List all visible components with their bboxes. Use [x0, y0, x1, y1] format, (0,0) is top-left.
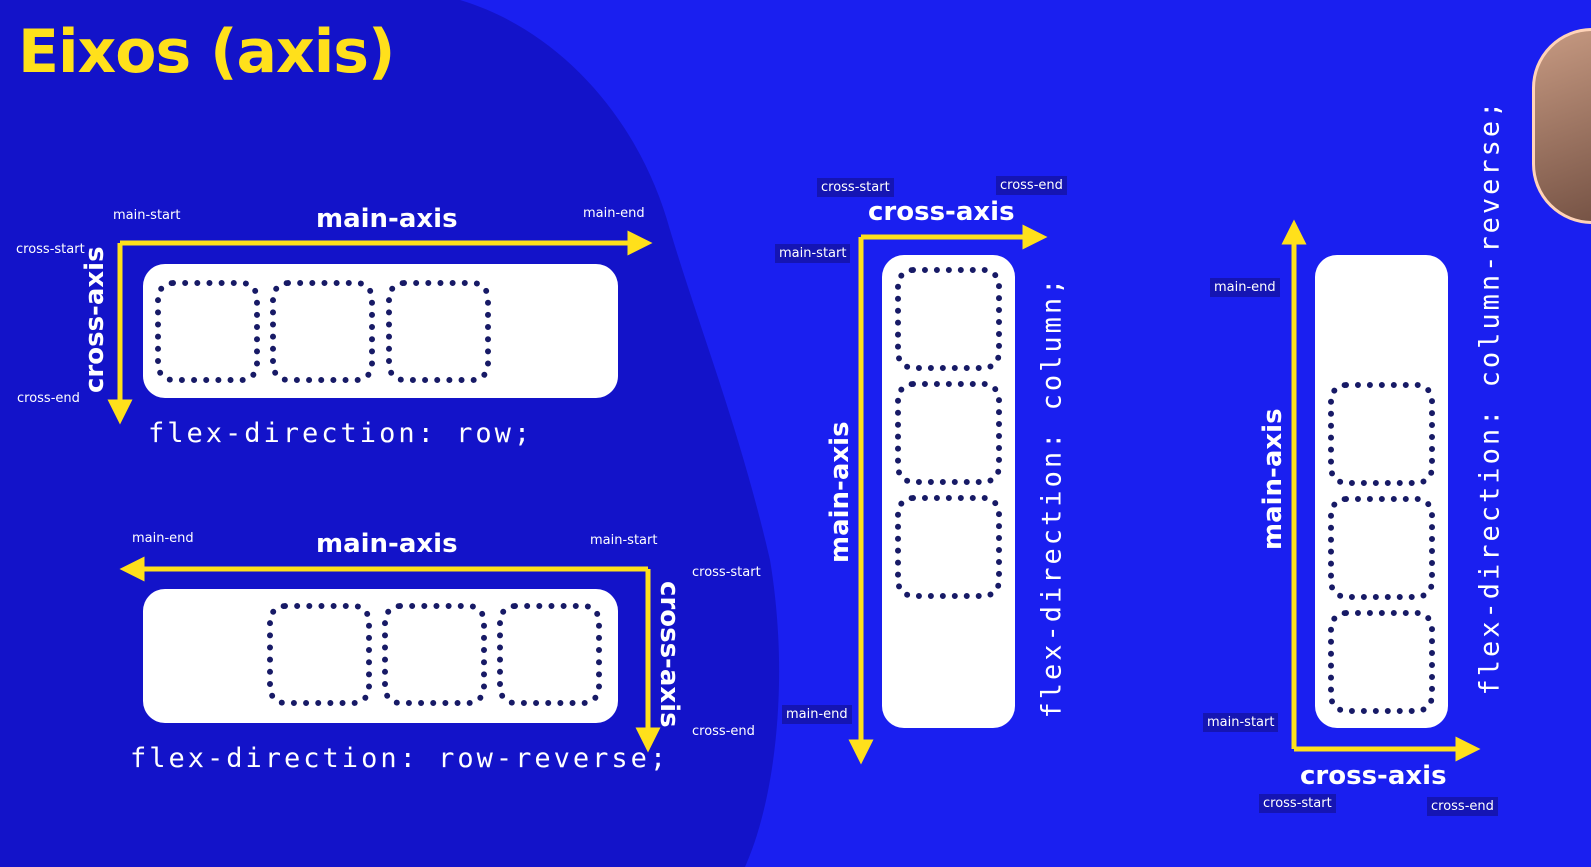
- presenter-avatar: [1532, 28, 1591, 224]
- row-reverse-main-end-label: main-end: [132, 531, 194, 546]
- page-title: Eixos (axis): [18, 17, 395, 87]
- column-main-start-label: main-start: [775, 244, 851, 263]
- column-reverse-cross-axis-label: cross-axis: [1300, 761, 1447, 791]
- flex-item: [1328, 496, 1435, 600]
- flex-item: [497, 603, 602, 706]
- row-reverse-cross-end-label: cross-end: [692, 724, 755, 739]
- flex-item: [895, 267, 1002, 371]
- column-cross-end-label: cross-end: [996, 176, 1067, 195]
- row-reverse-code: flex-direction: row-reverse;: [130, 743, 670, 774]
- flex-item: [1328, 610, 1435, 714]
- column-cross-axis-label: cross-axis: [868, 197, 1015, 227]
- row-reverse-main-axis-label: main-axis: [316, 529, 458, 559]
- column-code: flex-direction: column;: [1036, 275, 1068, 719]
- column-reverse-main-end-label: main-end: [1210, 278, 1280, 297]
- column-reverse-main-start-label: main-start: [1203, 713, 1279, 732]
- column-flex-container: [882, 255, 1015, 728]
- column-reverse-main-axis-label: main-axis: [1258, 408, 1288, 550]
- column-reverse-code: flex-direction: column-reverse;: [1474, 98, 1506, 696]
- row-reverse-flex-container: [143, 589, 618, 723]
- row-main-start-label: main-start: [113, 208, 181, 223]
- row-flex-container: [143, 264, 618, 398]
- flex-item: [155, 280, 260, 383]
- row-main-axis-label: main-axis: [316, 204, 458, 234]
- row-reverse-cross-start-label: cross-start: [692, 565, 761, 580]
- flex-item: [895, 495, 1002, 599]
- flex-item: [1328, 382, 1435, 486]
- column-main-axis-label: main-axis: [825, 421, 855, 563]
- row-cross-end-label: cross-end: [17, 391, 80, 406]
- row-reverse-main-start-label: main-start: [590, 533, 658, 548]
- flex-item: [895, 381, 1002, 485]
- flex-item: [382, 603, 487, 706]
- row-main-end-label: main-end: [583, 206, 645, 221]
- flex-item: [270, 280, 375, 383]
- column-cross-start-label: cross-start: [817, 178, 894, 197]
- row-code: flex-direction: row;: [148, 418, 534, 449]
- flex-item: [267, 603, 372, 706]
- row-cross-start-label: cross-start: [16, 242, 85, 257]
- row-reverse-cross-axis-label: cross-axis: [654, 581, 684, 728]
- column-reverse-flex-container: [1315, 255, 1448, 728]
- column-main-end-label: main-end: [782, 705, 852, 724]
- column-reverse-cross-end-label: cross-end: [1427, 797, 1498, 816]
- flex-item: [386, 280, 491, 383]
- row-cross-axis-label: cross-axis: [80, 246, 110, 393]
- column-reverse-cross-start-label: cross-start: [1259, 794, 1336, 813]
